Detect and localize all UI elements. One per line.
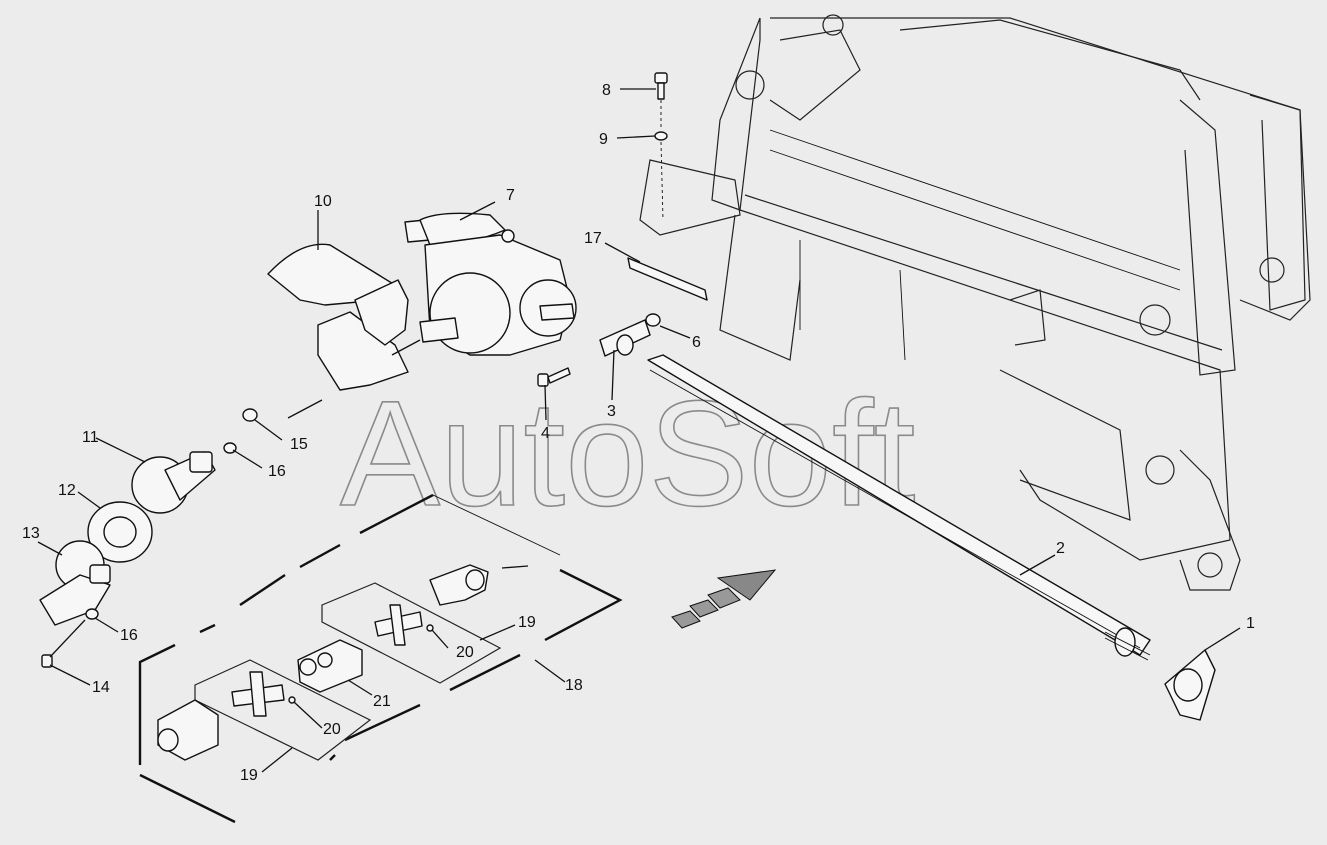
callout-7: 7	[506, 187, 515, 204]
callout-14: 14	[92, 679, 110, 696]
callout-labels: 1 2 3 4 6 7 8 9 10 11 12 13 14 15 16 16 …	[22, 82, 1255, 784]
callout-13: 13	[22, 525, 40, 542]
yoke-upper	[429, 564, 489, 606]
callout-16-upper: 16	[268, 463, 286, 480]
callout-15: 15	[290, 436, 308, 453]
kit-boundary-19-upper	[321, 582, 502, 684]
drive-shaft-2	[647, 354, 1151, 661]
universal-joint-13	[39, 540, 111, 626]
callout-19-upper: 19	[518, 614, 536, 631]
callout-19-lower: 19	[240, 767, 258, 784]
grease-fitting	[501, 565, 529, 569]
flange-1	[1164, 649, 1216, 721]
callout-17: 17	[584, 230, 602, 247]
joint-assembly-11	[131, 451, 216, 514]
callout-8: 8	[602, 82, 611, 99]
callout-16-lower: 16	[120, 627, 138, 644]
flange-plate-12	[87, 501, 153, 563]
bolt-4	[537, 367, 571, 387]
bolt-14	[41, 619, 86, 668]
bolt-8	[654, 72, 668, 221]
callout-3: 3	[607, 403, 616, 420]
callout-9: 9	[599, 131, 608, 148]
yoke-21	[297, 639, 363, 693]
callout-18: 18	[565, 677, 583, 694]
cross-20-lower	[231, 671, 296, 717]
yoke-lower	[157, 699, 219, 761]
gearbox-7	[404, 212, 577, 356]
washer-16-lower	[85, 608, 99, 620]
coupling-sleeve-3	[599, 319, 651, 357]
callout-20-upper: 20	[456, 644, 474, 661]
kit-boundary-18	[138, 493, 623, 824]
plate-17	[627, 257, 708, 301]
nut-15	[242, 408, 258, 422]
callout-6: 6	[692, 334, 701, 351]
forward-direction-arrow-icon	[671, 569, 777, 629]
callout-2: 2	[1056, 540, 1065, 557]
callout-10: 10	[314, 193, 332, 210]
leader-lines	[37, 88, 1241, 773]
kit-boundary-19-lower	[194, 659, 372, 761]
machine-frame	[639, 14, 1311, 591]
callout-4: 4	[541, 425, 550, 442]
nut-6	[645, 313, 661, 327]
callout-12: 12	[58, 482, 76, 499]
callout-11: 11	[82, 429, 99, 446]
callout-20-lower: 20	[323, 721, 341, 738]
cross-20-upper	[374, 604, 434, 646]
callout-21: 21	[373, 693, 391, 710]
callout-1: 1	[1246, 615, 1255, 632]
shield-10	[267, 243, 421, 391]
